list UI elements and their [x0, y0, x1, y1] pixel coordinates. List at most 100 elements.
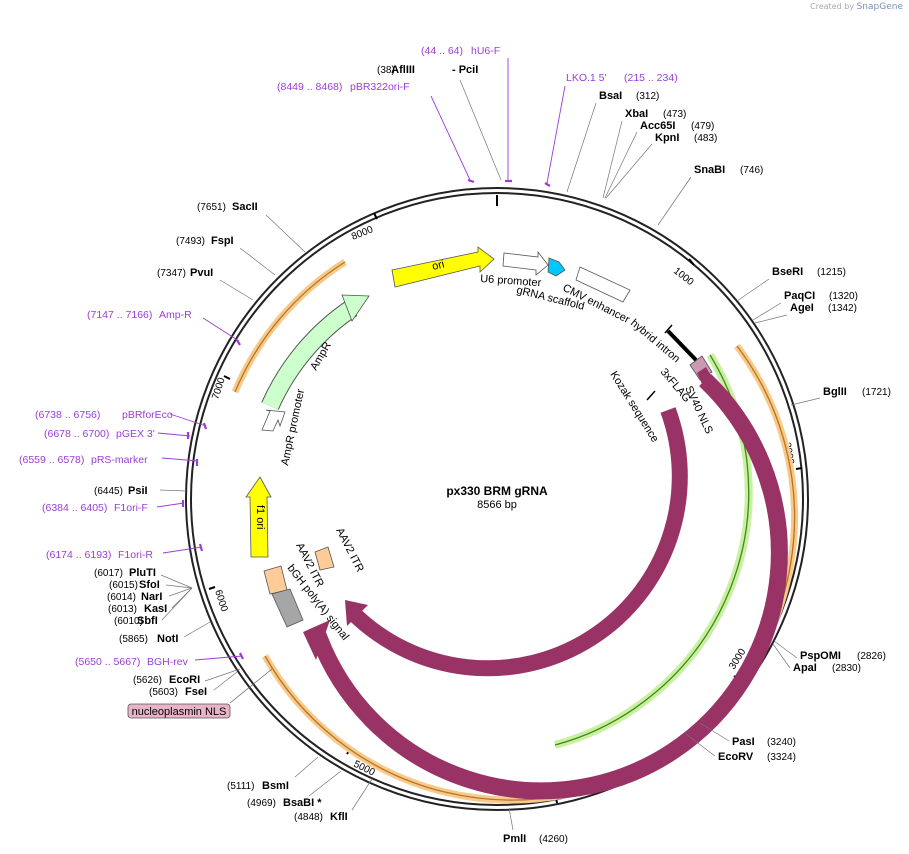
backbone-outer: [185, 187, 809, 811]
enzyme-position: (38): [377, 65, 395, 76]
cas9-outer-arrowhead: [303, 620, 330, 660]
primer-range: (6174 .. 6193): [46, 549, 111, 561]
enzyme-position: (312): [636, 91, 659, 102]
enzyme-name: BsaI: [599, 90, 622, 102]
nucleoplasmin-nls-leader: [229, 668, 273, 704]
enzyme-leader: [752, 302, 782, 321]
primer-range: (7147 .. 7166): [87, 309, 152, 321]
enzyme-leader: [605, 143, 653, 199]
enzyme-leader: [308, 770, 342, 797]
primers-layer: (44 .. 64)hU6-F(215 .. 234)LKO.1 5'(8449…: [19, 45, 678, 668]
cas9-inner-arc: [346, 407, 688, 677]
enzyme-position: (6014): [107, 592, 136, 603]
enzyme-leader: [159, 489, 187, 492]
enzyme-name: AflIII: [391, 64, 415, 76]
label-u6-promoter: U6 promoter: [480, 273, 542, 289]
enzyme-leader: [183, 621, 211, 638]
enzyme-leader: [736, 278, 770, 302]
primer-label: F1ori-R: [118, 549, 153, 561]
enzyme-leader: [754, 314, 788, 324]
label-aav2-itr-1: AAV2 ITR: [333, 526, 366, 574]
enzyme-leader: [508, 807, 514, 831]
enzyme-position: (2826): [857, 651, 886, 662]
bgh-polya-block: [271, 588, 304, 628]
primer-leader: [194, 655, 243, 661]
tick-label: 8000: [350, 224, 375, 243]
enzyme-position: (2830): [832, 663, 861, 674]
primer-mark: [236, 339, 241, 346]
tick-mark: [208, 586, 216, 590]
enzyme-position: (5111): [227, 781, 254, 792]
enzyme-leader: [351, 778, 373, 811]
primer-leader: [202, 317, 240, 342]
primer-label: BGH-rev: [147, 656, 189, 668]
enzyme-name: PaqCI: [784, 290, 815, 302]
enzyme-name: BglII: [823, 386, 847, 398]
primer-label: hU6-F: [471, 45, 500, 57]
primer-leader: [169, 413, 207, 427]
label-f1-ori: f1 ori: [254, 505, 266, 529]
enzyme-position: (6445): [94, 486, 123, 497]
enzyme-leader: [213, 671, 238, 691]
enzyme-position: (6010): [114, 616, 143, 627]
enzyme-name: AgeI: [790, 302, 814, 314]
ampr-arc-fill: [262, 300, 357, 410]
kozak-line: [646, 390, 656, 401]
enzyme-position: (4260): [539, 834, 568, 845]
enzyme-name: KpnI: [655, 132, 679, 144]
enzyme-name: KasI: [144, 603, 167, 615]
enzyme-name: PspOMI: [800, 650, 841, 662]
tick-mark: [373, 212, 378, 220]
orf-line-amp: [234, 261, 346, 393]
primer-mark: [544, 182, 551, 187]
enzyme-position: (7493): [176, 236, 205, 247]
enzyme-name: NotI: [157, 633, 178, 645]
enzyme-position: (1342): [828, 303, 857, 314]
primer-range: (6678 .. 6700): [44, 428, 109, 440]
enzyme-position: (5626): [133, 675, 162, 686]
enzyme-position: (1320): [829, 291, 858, 302]
enzyme-position: (5865): [119, 634, 148, 645]
green-band: [553, 352, 753, 749]
primer-leader: [157, 432, 191, 437]
enzyme-position: (5603): [149, 687, 178, 698]
label-kozak: Kozak sequence: [607, 369, 660, 444]
label-ori: ori: [431, 258, 446, 272]
primer-range: (6384 .. 6405): [42, 502, 107, 514]
green-line: [554, 354, 750, 746]
primer-label: pBR322ori-F: [350, 81, 410, 93]
enzyme-name: SacII: [232, 201, 258, 213]
enzyme-name: FspI: [211, 235, 234, 247]
enzyme-leader: [699, 722, 730, 742]
label-cas9-outer: Cas9: [612, 677, 640, 702]
ampr-promoter-arrow: [261, 409, 286, 432]
primer-label: pRS-marker: [91, 454, 148, 466]
primer-label: Amp-R: [159, 309, 192, 321]
enzyme-name: EcoRI: [169, 674, 200, 686]
plasmid-name: px330 BRM gRNA: [446, 484, 548, 498]
enzyme-name: PluTI: [129, 567, 156, 579]
primer-range: (8449 .. 8468): [277, 81, 342, 93]
primer-range: (6559 .. 6578): [19, 454, 84, 466]
enzyme-name: Acc65I: [640, 120, 675, 132]
tick-label: 6000: [212, 589, 229, 614]
enzyme-name: BsmI: [262, 780, 289, 792]
primer-leader: [546, 85, 566, 184]
enzyme-name: SbfI: [137, 615, 158, 627]
enzyme-name: BsaBI *: [283, 797, 322, 809]
tick-mark: [795, 467, 803, 470]
enzyme-name: SfoI: [139, 579, 160, 591]
enzyme-position: (473): [663, 109, 686, 120]
cas9-outer-arc: [310, 373, 788, 800]
primer-mark: [239, 652, 244, 660]
enzyme-leader: [239, 247, 276, 276]
enzyme-leader: [168, 587, 193, 597]
f1-ori-arrow: [245, 476, 272, 558]
enzyme-leader: [773, 640, 798, 659]
enzyme-leader: [294, 756, 319, 778]
hybrid-intron-mark: [664, 324, 673, 334]
tick-label: 1000: [671, 266, 696, 289]
primer-leader: [430, 95, 471, 181]
enzyme-leader: [685, 733, 716, 757]
